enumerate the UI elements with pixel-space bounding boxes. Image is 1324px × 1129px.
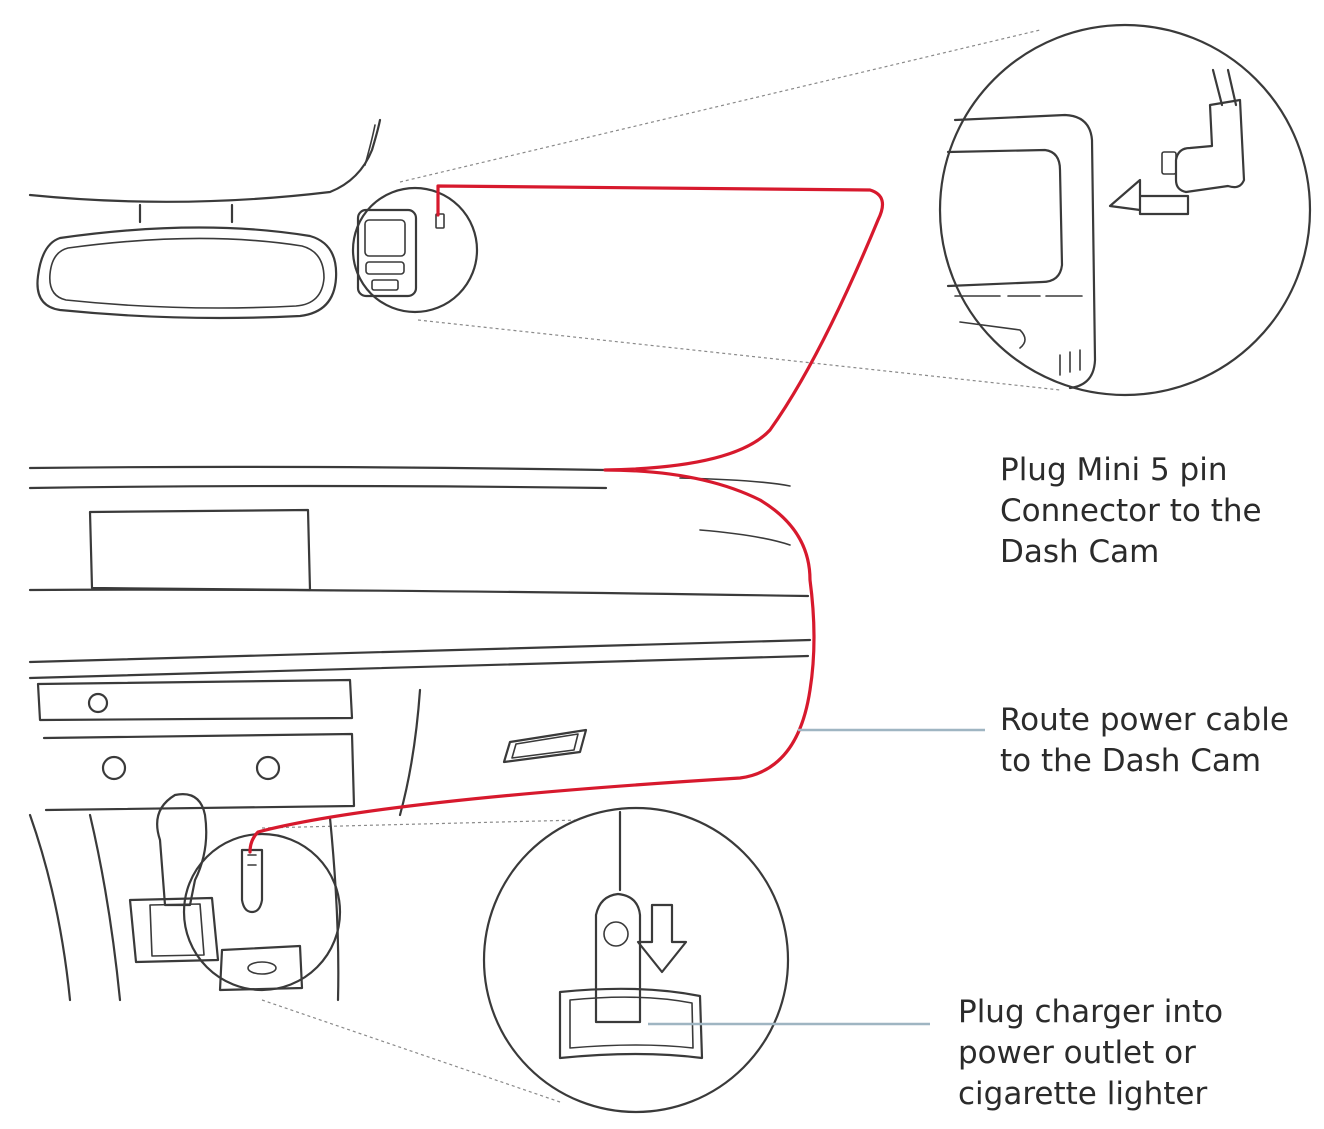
power-cable [248,184,885,854]
center-console [28,678,588,1002]
callout-route-power-cable: Route power cable to the Dash Cam [1000,700,1289,782]
dashboard [28,465,812,680]
callout-plug-charger: Plug charger into power outlet or cigare… [958,992,1223,1115]
charger-plug-zoom-circle [482,806,790,1114]
windshield-outline [28,118,382,203]
dash-cam-small-circle [351,186,479,314]
callout-leader-lines [648,728,985,1026]
charger-small-circle [182,832,342,992]
callout-line: Route power cable [1000,702,1289,738]
callout-plug-mini-connector: Plug Mini 5 pin Connector to the Dash Ca… [1000,450,1262,573]
callout-line: Connector to the [1000,493,1262,529]
rear-view-mirror [36,203,338,320]
gear-shifter [128,793,220,964]
dash-cam-connector-zoom-circle [938,23,1312,397]
callout-line: Dash Cam [1000,534,1160,570]
callout-line: power outlet or [958,1035,1196,1071]
zoom-guide-lines [261,29,1061,1103]
callout-line: Plug charger into [958,994,1224,1030]
callout-line: Plug Mini 5 pin [1000,452,1228,488]
callout-line: to the Dash Cam [1000,743,1262,779]
callout-line: cigarette lighter [958,1076,1208,1112]
